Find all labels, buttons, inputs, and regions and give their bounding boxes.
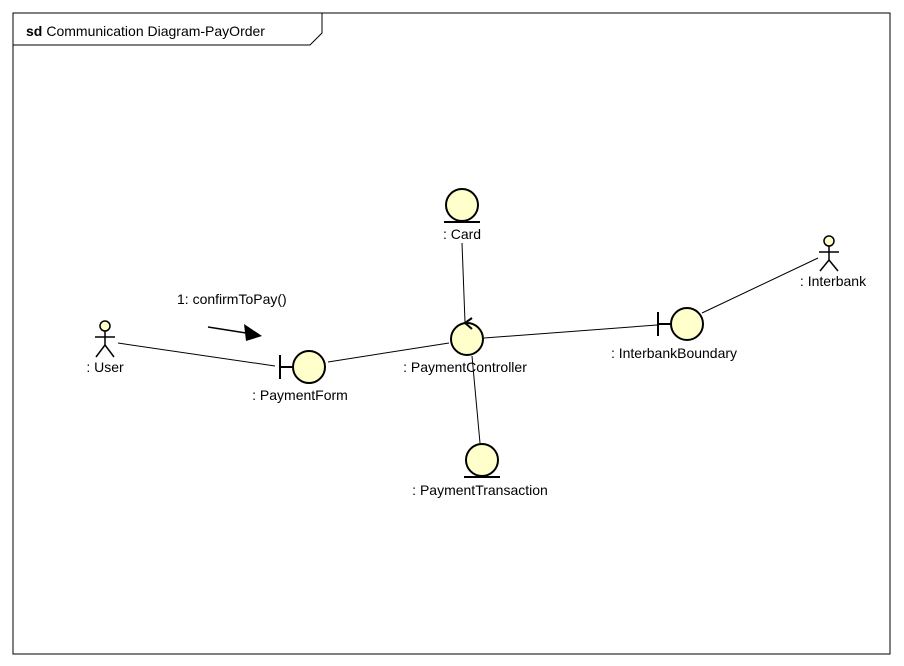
frame-title-tab — [13, 13, 323, 46]
actor-user[interactable]: : User — [86, 320, 124, 375]
boundary-payment-form-label: : PaymentForm — [252, 387, 348, 403]
boundary-payment-form[interactable]: : PaymentForm — [252, 350, 348, 403]
actor-interbank-icon — [819, 235, 839, 272]
link-interbankboundary-interbank[interactable] — [701, 257, 819, 314]
entity-payment-transaction-label: : PaymentTransaction — [412, 482, 548, 498]
link-paymentform-paymentcontroller[interactable] — [327, 342, 450, 363]
actor-user-label: : User — [86, 359, 124, 375]
boundary-interbank-label: : InterbankBoundary — [611, 345, 737, 361]
entity-icon — [464, 443, 500, 478]
actor-interbank[interactable]: : Interbank — [800, 235, 867, 289]
link-user-paymentform[interactable] — [117, 342, 276, 367]
control-icon — [450, 317, 484, 356]
message-confirm-to-pay[interactable]: 1: confirmToPay() — [177, 291, 287, 341]
link-paymentcontroller-paymenttransaction[interactable] — [471, 355, 481, 444]
frame-keyword: sd — [26, 23, 42, 39]
boundary-icon — [657, 307, 704, 341]
link-paymentcontroller-interbankboundary[interactable] — [483, 324, 658, 339]
links — [117, 242, 819, 444]
frame-title-text: Communication Diagram-PayOrder — [46, 23, 265, 39]
entity-card-label: : Card — [443, 226, 481, 242]
control-payment-controller-label: : PaymentController — [403, 359, 527, 375]
entity-icon — [444, 188, 480, 223]
control-payment-controller[interactable]: : PaymentController — [403, 317, 527, 375]
entity-payment-transaction[interactable]: : PaymentTransaction — [412, 443, 548, 498]
message-arrowhead-icon — [244, 324, 262, 341]
message-arrow-line — [207, 326, 247, 334]
actor-user-icon — [95, 320, 115, 358]
boundary-interbank[interactable]: : InterbankBoundary — [611, 307, 737, 361]
boundary-icon — [279, 350, 326, 384]
link-card-paymentcontroller[interactable] — [461, 242, 466, 323]
actor-interbank-label: : Interbank — [800, 273, 867, 289]
message-label: 1: confirmToPay() — [177, 291, 287, 307]
entity-card[interactable]: : Card — [443, 188, 481, 242]
